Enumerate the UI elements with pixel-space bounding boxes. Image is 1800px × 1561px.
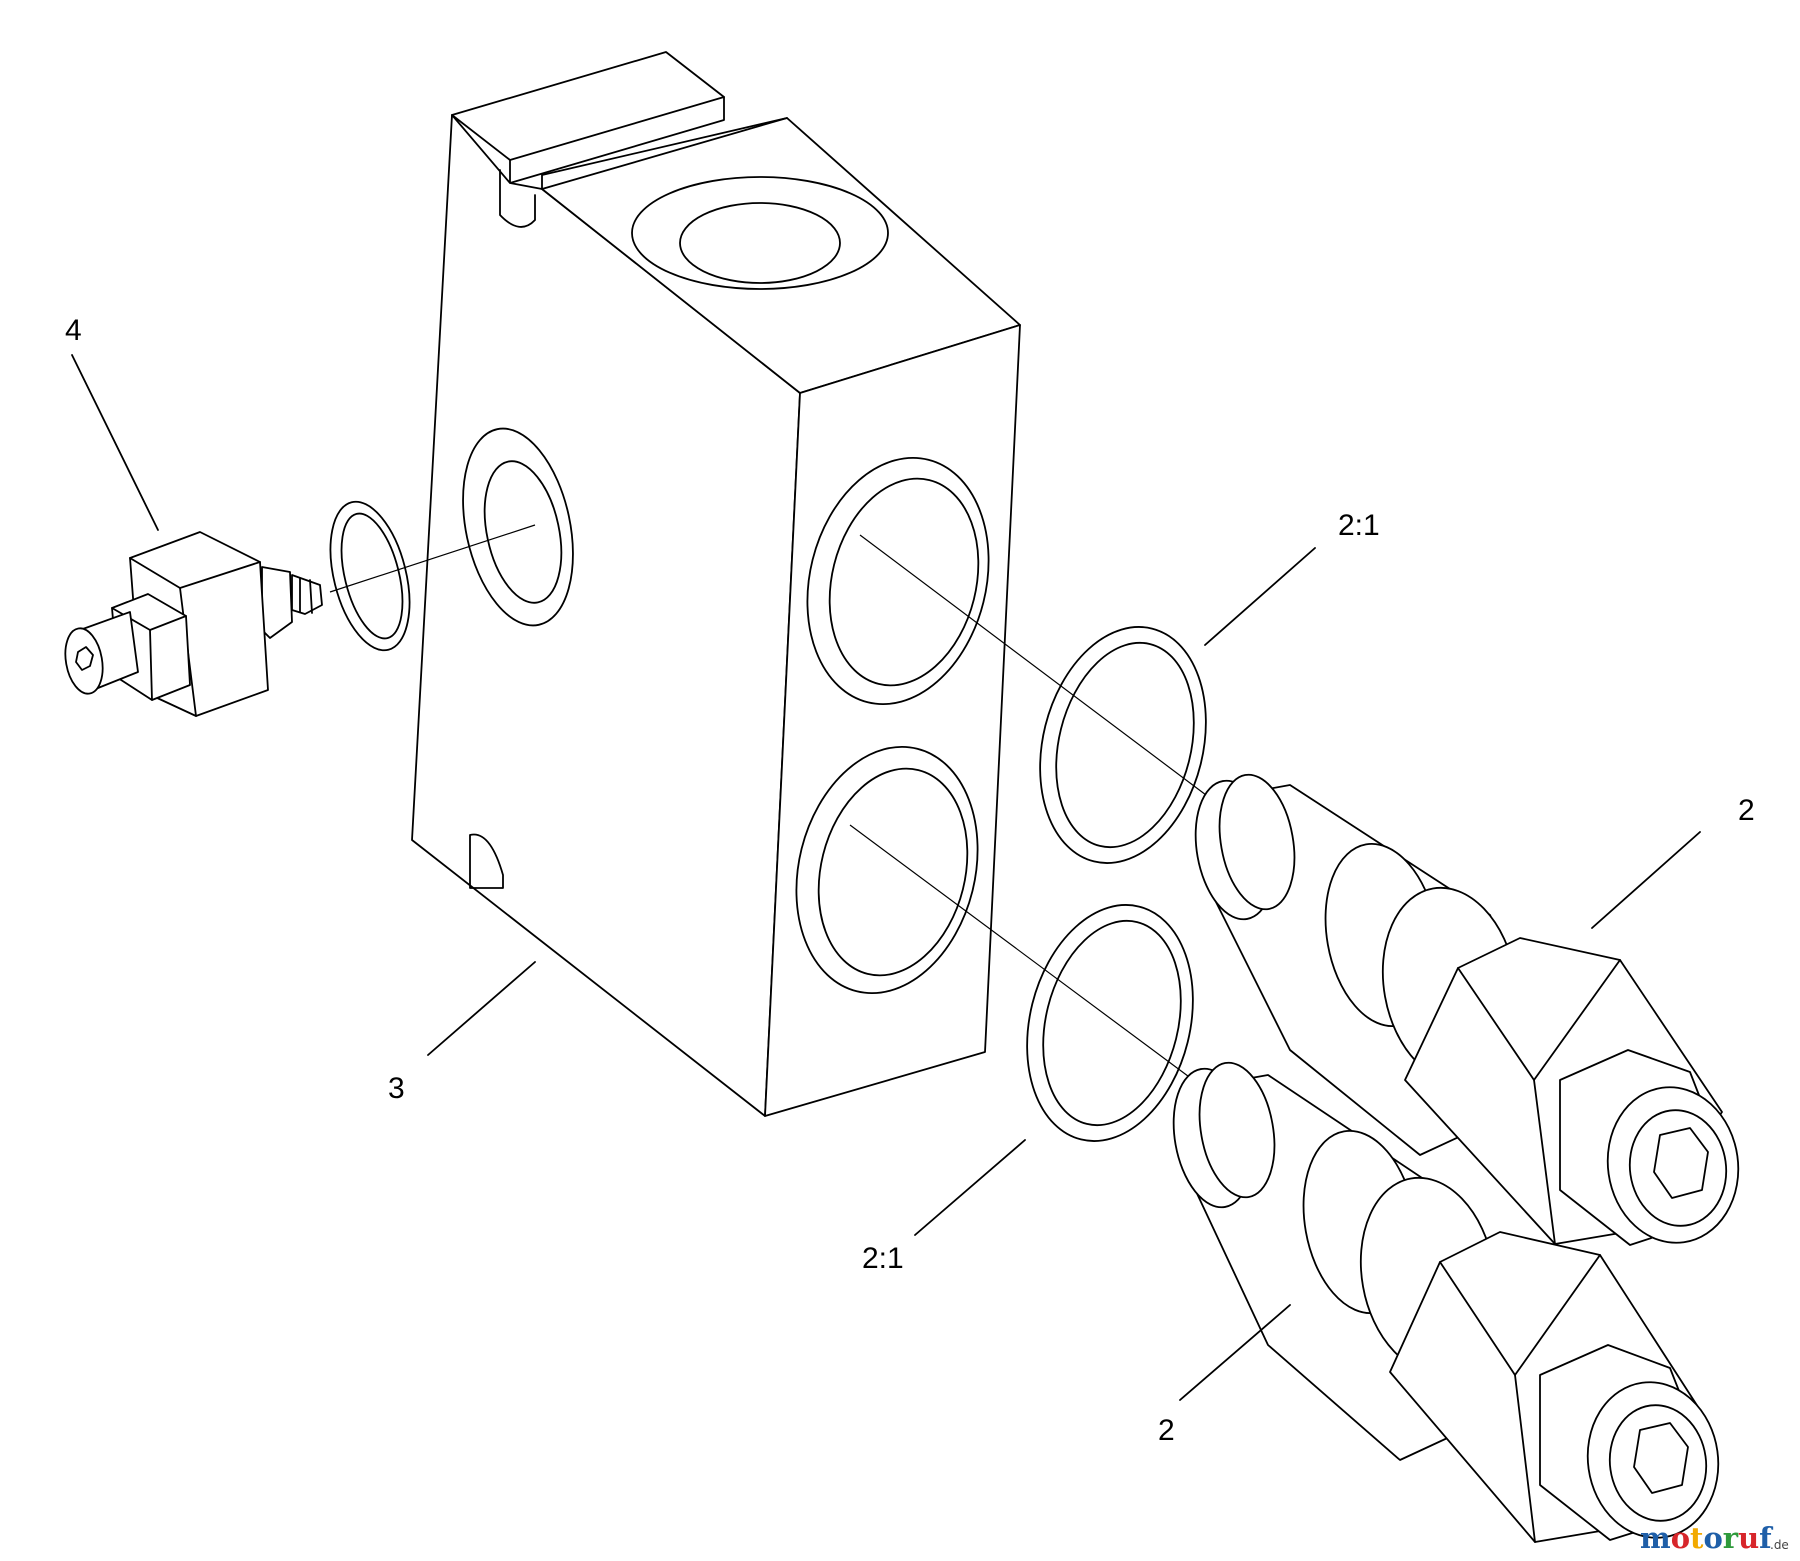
cartridge-valve-upper — [1194, 773, 1740, 1246]
cartridge-valve-lower — [1172, 1061, 1720, 1543]
oring-upper-outer — [1039, 626, 1207, 864]
callout-2-1-lower: 2:1 — [862, 1242, 904, 1275]
leader-line-2-lower — [1179, 1304, 1291, 1401]
leader-line-3 — [427, 961, 536, 1056]
body-lower-port-inner — [817, 767, 969, 977]
oring-lower-outer — [1026, 904, 1194, 1142]
alignment-lines — [329, 524, 1211, 1086]
body-top-port-outer — [631, 176, 889, 290]
body-lower-port-outer — [795, 745, 979, 995]
hex-socket-icon — [1633, 1422, 1689, 1494]
watermark-letter: t — [1690, 1521, 1704, 1555]
watermark-letter: f — [1759, 1521, 1774, 1555]
leader-lines — [71, 354, 1701, 1401]
check-valve-fitting — [64, 500, 411, 717]
watermark-wordmark: motoruf — [1640, 1521, 1774, 1555]
callout-2-lower: 2 — [1158, 1414, 1175, 1447]
check-valve-oring-inner — [340, 512, 404, 640]
watermark-letter: m — [1640, 1521, 1671, 1555]
watermark-letter: u — [1738, 1521, 1759, 1555]
leader-line-2-1-lower — [914, 1139, 1026, 1236]
body-upper-port-outer — [806, 456, 990, 706]
body-left-port-outer — [462, 427, 574, 627]
oring-lower — [1026, 904, 1194, 1142]
oring-lower-inner — [1042, 919, 1182, 1127]
hex-socket-icon — [1653, 1127, 1709, 1199]
watermark-suffix: .de — [1770, 1538, 1789, 1552]
callout-2-1-upper: 2:1 — [1338, 509, 1380, 542]
callout-3: 3 — [388, 1072, 405, 1105]
body-right-face — [764, 324, 1021, 1117]
body-notch-bottom — [469, 833, 504, 889]
body-notch-top — [499, 169, 536, 228]
check-valve-oring-outer — [329, 500, 411, 652]
hex-socket-icon — [75, 646, 94, 671]
leader-line-4 — [71, 354, 159, 531]
body-left-port-inner — [483, 460, 563, 604]
callout-4: 4 — [65, 314, 82, 347]
leader-line-2-upper — [1591, 831, 1701, 929]
check-valve-end-face — [64, 627, 104, 695]
body-upper-port-inner — [828, 477, 980, 687]
valve-body — [411, 51, 1021, 1117]
callout-labels: 4 3 2:1 2:1 2 2 — [65, 314, 1755, 1447]
leader-line-2-1-upper — [1204, 547, 1316, 646]
oring-upper — [1039, 626, 1207, 864]
watermark-letter: o — [1671, 1521, 1690, 1555]
watermark-logo: motoruf .de — [1640, 1521, 1789, 1555]
watermark-letter: r — [1723, 1521, 1739, 1555]
body-top-port-inner — [679, 202, 841, 284]
callout-2-upper: 2 — [1738, 794, 1755, 827]
oring-upper-inner — [1055, 641, 1195, 849]
watermark-letter: o — [1703, 1521, 1722, 1555]
